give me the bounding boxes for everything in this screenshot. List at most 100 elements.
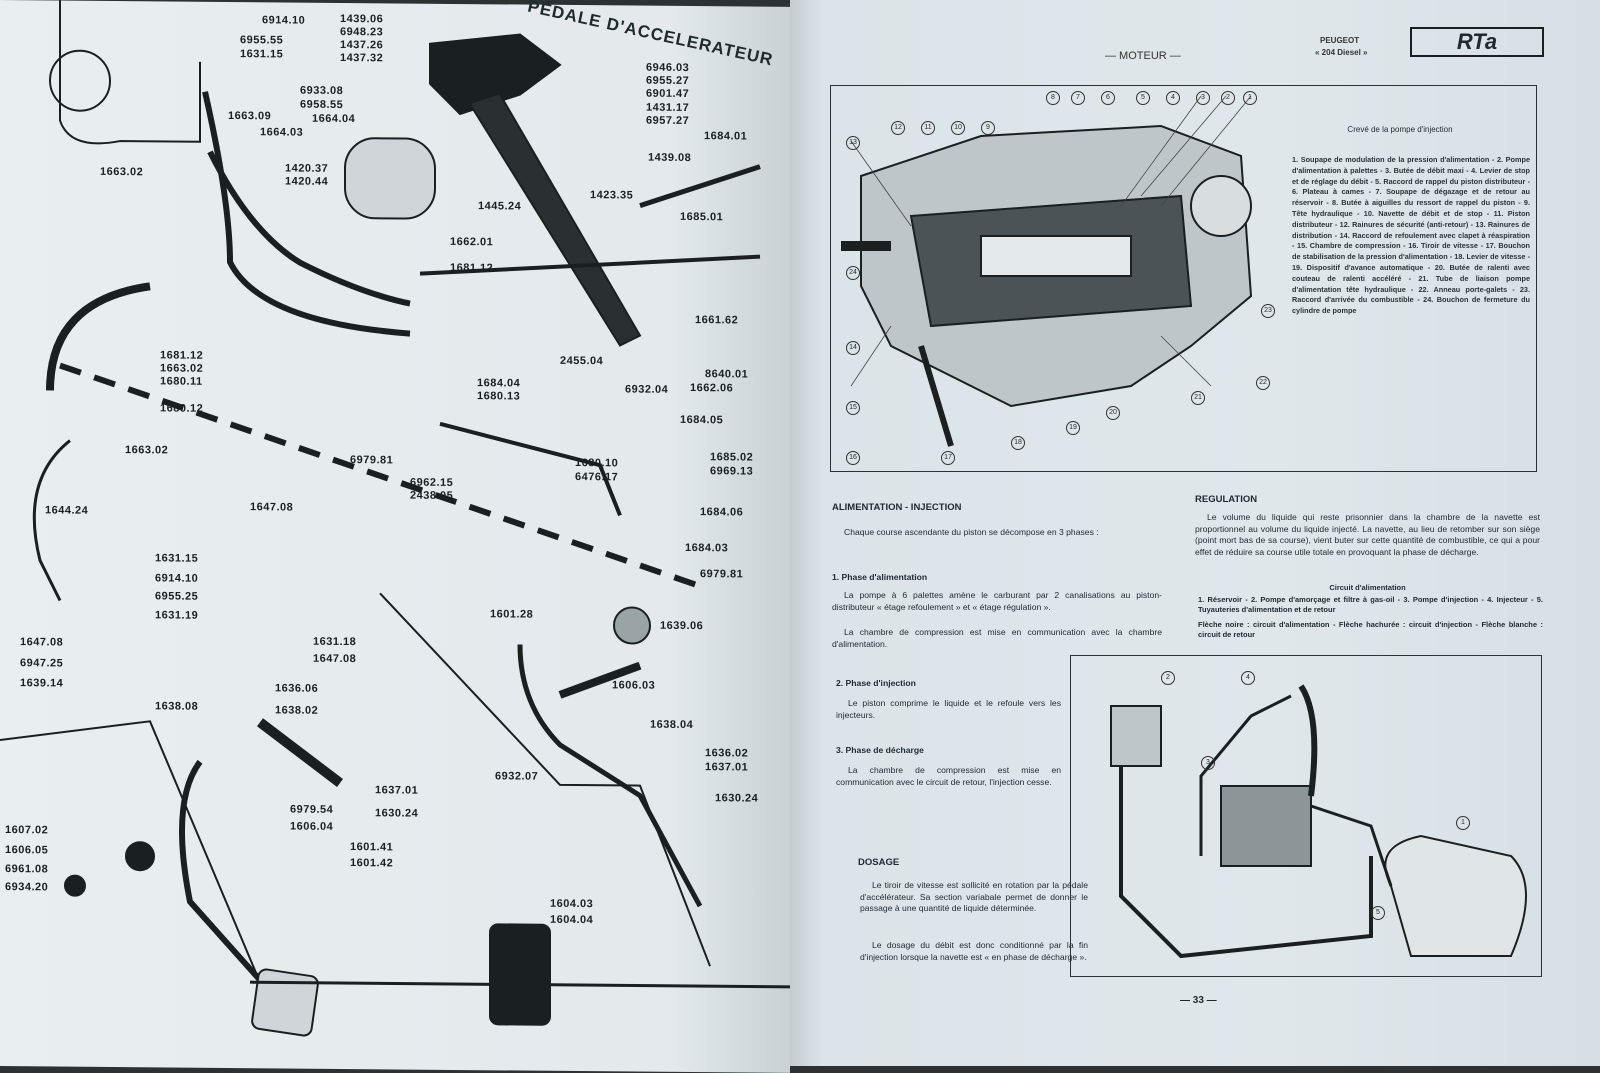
alimentation-intro: Chaque course ascendante du piston se dé… bbox=[844, 527, 1099, 537]
callout-number: 10 bbox=[951, 121, 965, 135]
part-number-label: 6955.25 bbox=[155, 590, 199, 603]
part-number-label: 1681.12 bbox=[450, 261, 494, 275]
phase3-text: La chambre de compression est mise en co… bbox=[836, 765, 1061, 787]
callout-number: 2 bbox=[1161, 671, 1175, 685]
phase1-text-2: La chambre de compression est mise en co… bbox=[832, 627, 1162, 649]
phase3-title: 3. Phase de décharge bbox=[836, 745, 924, 755]
part-number-label: 1662.06 bbox=[690, 382, 734, 395]
part-number-label: 6934.20 bbox=[5, 881, 49, 894]
part-number-label: 1601.42 bbox=[350, 857, 394, 870]
callout-number: 8 bbox=[1046, 91, 1060, 105]
callout-number: 9 bbox=[981, 121, 995, 135]
part-number-label: 1664.04 bbox=[312, 112, 356, 126]
part-number-label: 1684.03 bbox=[685, 541, 729, 555]
part-number-label: 1639.14 bbox=[20, 677, 64, 690]
part-number-label: 6948.23 bbox=[340, 25, 384, 39]
part-number-label: 6914.10 bbox=[262, 14, 306, 27]
callout-number: 7 bbox=[1071, 91, 1085, 105]
callout-number: 13 bbox=[846, 136, 860, 150]
callout-number: 12 bbox=[891, 121, 905, 135]
phase1-text: La pompe à 6 palettes amène le carburant… bbox=[832, 590, 1162, 612]
part-number-label: 1684.01 bbox=[704, 130, 748, 143]
part-number-label: 6961.08 bbox=[5, 863, 49, 876]
part-number-label: 6979.81 bbox=[350, 454, 394, 467]
part-number-label: 1423.35 bbox=[590, 189, 634, 202]
callout-number: 4 bbox=[1166, 91, 1180, 105]
part-number-label: 1630.24 bbox=[715, 792, 759, 805]
section-header: — MOTEUR — bbox=[1105, 50, 1181, 62]
part-number-label: 6476.17 bbox=[575, 471, 619, 484]
part-number-label: 1638.04 bbox=[650, 718, 694, 732]
injection-pump-cutaway-drawing bbox=[841, 95, 1253, 447]
part-number-label: 6969.13 bbox=[710, 465, 754, 478]
phase1-title: 1. Phase d'alimentation bbox=[832, 572, 928, 582]
part-number-label: 1647.08 bbox=[313, 652, 357, 666]
part-number-label: 6957.27 bbox=[646, 114, 690, 128]
part-number-label: 6914.10 bbox=[155, 572, 199, 585]
part-number-label: 1661.62 bbox=[695, 314, 739, 327]
part-number-label: 6962.15 bbox=[410, 476, 454, 489]
part-number-label: 1647.08 bbox=[250, 501, 294, 514]
part-number-label: 1437.26 bbox=[340, 38, 384, 52]
phase2-text: Le piston comprime le liquide et le refo… bbox=[836, 698, 1061, 720]
part-number-label: 1680.11 bbox=[160, 375, 203, 388]
part-number-label: 1601.28 bbox=[490, 608, 534, 621]
callout-number: 4 bbox=[1241, 671, 1255, 685]
circuit-title: Circuit d'alimentation bbox=[1329, 583, 1406, 592]
accelerator-linkage-drawing bbox=[0, 0, 790, 1037]
part-number-label: 1638.02 bbox=[275, 704, 319, 717]
part-number-label: 1681.12 bbox=[160, 349, 204, 362]
part-number-label: 6958.55 bbox=[300, 98, 344, 111]
part-number-label: 1607.02 bbox=[5, 824, 49, 837]
part-number-label: 2455.04 bbox=[560, 354, 604, 368]
phase2-title: 2. Phase d'injection bbox=[836, 678, 916, 688]
callout-number: 1 bbox=[1456, 816, 1470, 830]
part-number-label: 1637.01 bbox=[375, 784, 419, 797]
part-number-label: 6932.07 bbox=[495, 770, 539, 783]
part-number-label: 6901.47 bbox=[646, 87, 690, 101]
callout-number: 22 bbox=[1256, 376, 1270, 390]
callout-number: 21 bbox=[1191, 391, 1205, 405]
callout-number: 16 bbox=[846, 451, 860, 465]
part-number-label: 1638.08 bbox=[155, 700, 199, 713]
part-number-label: 1439.08 bbox=[648, 151, 692, 165]
part-number-label: 1631.18 bbox=[313, 635, 357, 649]
part-number-label: 1662.01 bbox=[450, 235, 494, 249]
regulation-text: Le volume du liquide qui reste prisonnie… bbox=[1195, 512, 1540, 557]
part-number-label: 1420.44 bbox=[285, 175, 329, 188]
part-number-label: 6955.55 bbox=[240, 34, 284, 47]
part-number-label: 1606.03 bbox=[612, 679, 656, 692]
callout-number: 1 bbox=[1243, 91, 1257, 105]
heading-regulation: REGULATION bbox=[1195, 494, 1258, 505]
part-number-label: 1680.10 bbox=[575, 457, 619, 470]
part-number-label: 1604.04 bbox=[550, 913, 594, 927]
part-number-label: 1663.02 bbox=[125, 444, 169, 457]
part-number-label: 1680.13 bbox=[477, 390, 521, 403]
figure-legend: 1. Soupape de modulation de la pression … bbox=[1292, 155, 1530, 316]
left-page-parts-diagram: PÉDALE D'ACCELERATEUR bbox=[0, 0, 790, 1073]
part-number-label: 6979.54 bbox=[290, 803, 334, 816]
callout-number: 14 bbox=[846, 341, 860, 355]
part-number-label: 1639.06 bbox=[660, 619, 704, 633]
part-number-label: 6946.03 bbox=[646, 61, 690, 75]
part-number-label: 6932.04 bbox=[625, 383, 669, 396]
part-number-label: 1685.02 bbox=[710, 451, 754, 464]
callout-number: 18 bbox=[1011, 436, 1025, 450]
callout-number: 23 bbox=[1261, 304, 1275, 318]
part-number-label: 6979.81 bbox=[700, 568, 744, 581]
dosage-text: Le tiroir de vitesse est sollicité en ro… bbox=[860, 880, 1088, 913]
callout-number: 19 bbox=[1066, 421, 1080, 435]
callout-number: 6 bbox=[1101, 91, 1115, 105]
heading-dosage: DOSAGE bbox=[858, 857, 900, 868]
part-number-label: 1637.01 bbox=[705, 761, 749, 774]
part-number-label: 6955.27 bbox=[646, 74, 690, 88]
callout-number: 5 bbox=[1371, 906, 1385, 920]
part-number-label: 1420.37 bbox=[285, 162, 329, 175]
callout-number: 2 bbox=[1221, 91, 1235, 105]
circuit-legend: 1. Réservoir - 2. Pompe d'amorçage et fi… bbox=[1198, 595, 1543, 614]
part-number-label: 1684.06 bbox=[700, 506, 744, 519]
heading-alimentation: ALIMENTATION - INJECTION bbox=[832, 502, 962, 513]
callout-number: 3 bbox=[1201, 756, 1215, 770]
part-number-label: 1437.32 bbox=[340, 51, 384, 65]
